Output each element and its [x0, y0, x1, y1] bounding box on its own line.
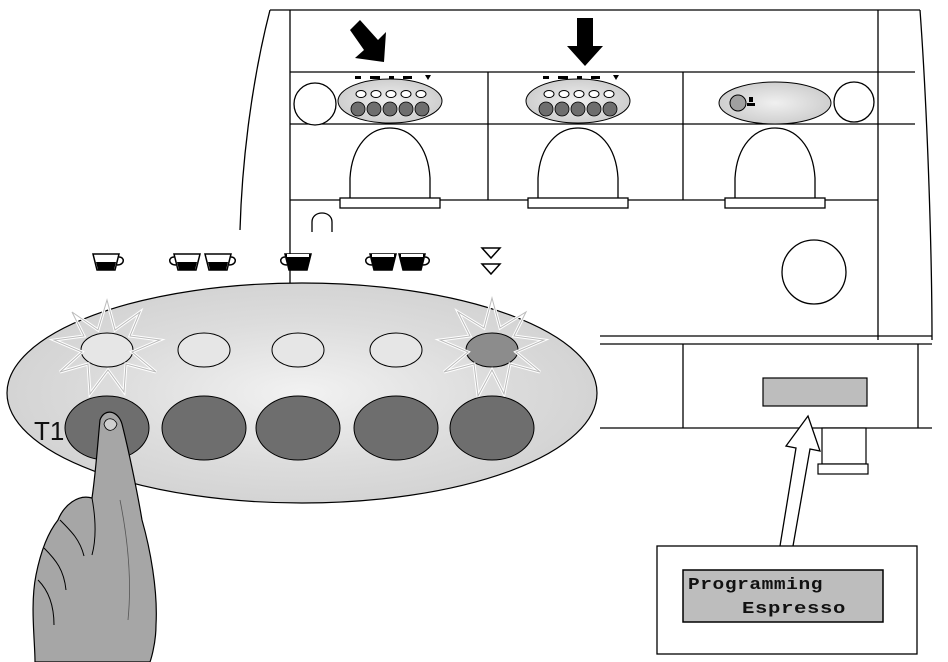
blink-burst-outline: [52, 298, 162, 396]
keypad-panel-small-2: [525, 75, 631, 124]
steam-knob-left[interactable]: [293, 82, 337, 126]
lcd-line-2: Espresso: [742, 600, 846, 619]
button-5[interactable]: [449, 395, 535, 461]
hot-water-spout: [817, 427, 869, 475]
button-4[interactable]: [353, 395, 439, 461]
steam-wand: [311, 212, 333, 232]
double-cup-icon: [169, 253, 236, 271]
lcd-line-1: Programming: [688, 576, 823, 595]
callout-arrow: [779, 414, 821, 547]
diagonal-down-arrow-icon: [350, 20, 386, 62]
continuous-dispense-icon: [480, 247, 502, 276]
led-double-dark-cup: [369, 332, 423, 368]
keypad-panel-small-3: [718, 81, 832, 125]
led-single-dark-cup: [271, 332, 325, 368]
group-head-2: [527, 127, 629, 209]
led-continuous: [465, 332, 519, 368]
steam-knob-right[interactable]: [833, 81, 875, 123]
lcd-callout: Programming Espresso: [656, 545, 918, 655]
button-2[interactable]: [161, 395, 247, 461]
led-double-cup: [177, 332, 231, 368]
button-t1-label: T1: [34, 416, 64, 446]
group-head-1: [339, 127, 441, 209]
machine-lcd-window: [762, 377, 868, 407]
single-dark-cup-icon: [280, 253, 312, 271]
button-3[interactable]: [255, 395, 341, 461]
led-single-cup: [80, 332, 134, 368]
side-knob[interactable]: [781, 239, 847, 305]
down-arrow-icon: [567, 18, 603, 66]
group-head-3: [724, 127, 826, 209]
double-dark-cup-icon: [365, 253, 430, 271]
keypad-panel-small-1: [337, 75, 443, 124]
single-cup-icon: [92, 253, 124, 271]
enlarged-keypad: T1: [6, 282, 598, 504]
blink-burst-outline: [438, 296, 546, 398]
